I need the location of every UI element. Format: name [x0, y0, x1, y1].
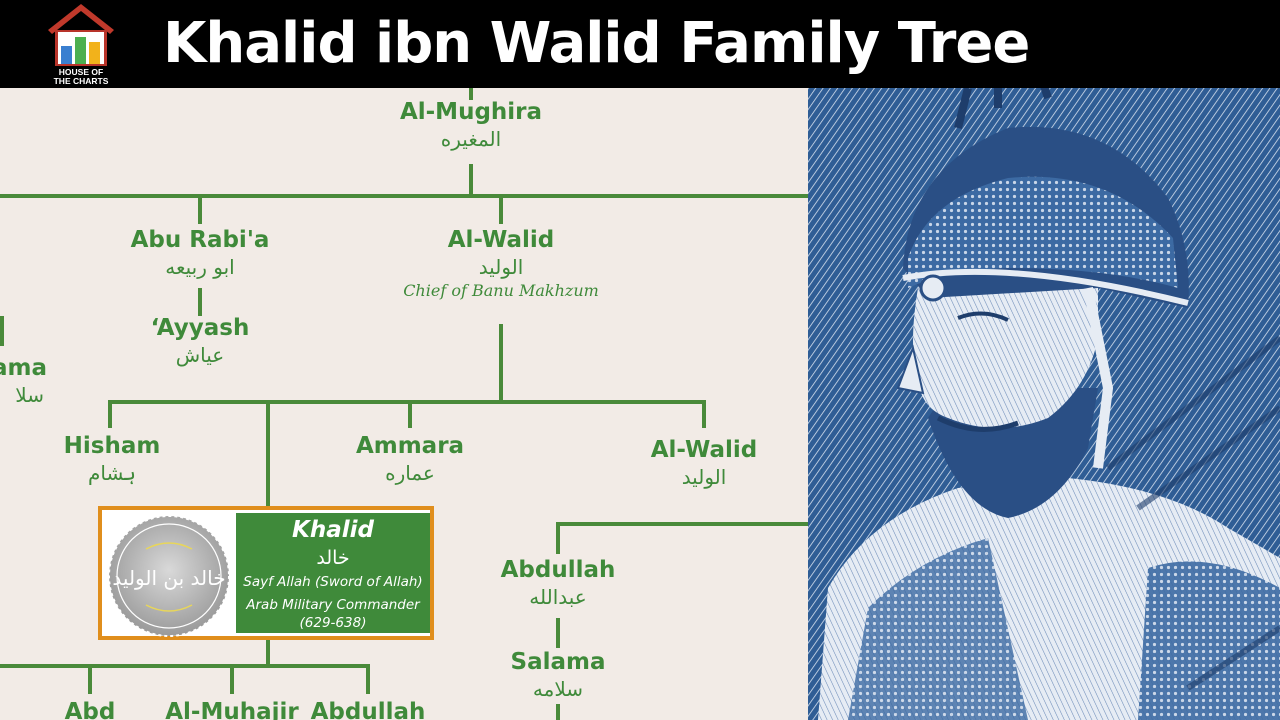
connector-line: [88, 664, 92, 694]
logo-text-line2: THE CHARTS: [53, 76, 109, 86]
node-name: Al-Muhajir: [165, 699, 299, 720]
connector-line: [366, 664, 370, 694]
node-arabic-name: سلا: [15, 383, 44, 407]
connector-line: [556, 618, 560, 648]
node-al-walid-father[interactable]: Al-Walid الوليد Chief of Banu Makhzum: [381, 226, 621, 302]
node-abdullah-nephew[interactable]: Abdullah عبدالله: [478, 556, 638, 610]
node-al-walid-brother[interactable]: Al-Walid الوليد: [614, 436, 794, 490]
node-title: Chief of Banu Makhzum: [403, 281, 599, 300]
connector-line: [0, 664, 370, 668]
node-arabic-name: الوليد: [478, 255, 524, 279]
seal-calligraphy: خالد بن الوليد: [112, 566, 225, 590]
node-name: Al-Walid: [447, 227, 555, 253]
node-al-mughira[interactable]: Al-Mughira المغيره: [371, 98, 571, 152]
connector-line: [198, 288, 202, 316]
connector-line: [499, 324, 503, 402]
connector-line: [556, 522, 560, 554]
node-arabic-name: عبدالله: [529, 585, 587, 609]
node-arabic-name: ابو ربيعه: [165, 255, 235, 279]
connector-line: [408, 400, 412, 428]
node-son-al-muhajir[interactable]: Al-Muhajir: [152, 698, 312, 720]
khalid-name: Khalid: [292, 517, 374, 543]
khalid-role: Arab Military Commander: [246, 597, 420, 613]
node-salama-nephew[interactable]: Salama سلامه: [478, 648, 638, 702]
node-name: Hisham: [63, 433, 161, 459]
node-name: ‘Ayyash: [150, 315, 250, 341]
connector-line: [702, 400, 706, 428]
connector-line: [556, 522, 808, 526]
node-name: Abd: [64, 699, 116, 720]
node-arabic-name: عياش: [175, 343, 225, 367]
khalid-dates: (629-638): [299, 615, 367, 631]
family-tree: Al-Mughira المغيره Abu Rabi'a ابو ربيعه …: [0, 88, 808, 720]
node-arabic-name: ہشام: [87, 461, 137, 485]
house-of-the-charts-logo[interactable]: HOUSE OF THE CHARTS: [44, 2, 118, 88]
node-son-abd[interactable]: Abd: [40, 698, 140, 720]
header-bar: HOUSE OF THE CHARTS Khalid ibn Walid Fam…: [0, 0, 1280, 88]
node-arabic-name: المغيره: [440, 127, 502, 151]
node-name: Abdullah: [500, 557, 616, 583]
khalid-title: Sayf Allah (Sword of Allah): [243, 574, 423, 590]
house-chart-icon: [48, 4, 114, 66]
connector-line: [469, 164, 473, 196]
khalid-portrait-image: [808, 88, 1280, 720]
connector-line: [0, 194, 808, 198]
khalid-info-panel: Khalid خالد Sayf Allah (Sword of Allah) …: [236, 513, 430, 633]
node-name: Ammara: [355, 433, 465, 459]
logo-text-line1: HOUSE OF: [58, 67, 104, 77]
node-arabic-name: سلامه: [532, 677, 584, 701]
connector-line: [108, 400, 112, 428]
connector-line: [499, 196, 503, 224]
node-arabic-name: عماره: [385, 461, 435, 485]
node-arabic-name: الوليد: [681, 465, 727, 489]
node-hisham[interactable]: Hisham ہشام: [30, 432, 194, 486]
khalid-arabic-name: خالد: [316, 547, 350, 569]
node-son-abdullah[interactable]: Abdullah: [298, 698, 438, 720]
connector-line: [469, 88, 473, 100]
node-name: Abu Rabi'a: [130, 227, 270, 253]
node-name: ama: [0, 355, 48, 381]
node-name: Al-Mughira: [399, 99, 543, 125]
connector-line: [266, 400, 270, 506]
node-name: Al-Walid: [650, 437, 758, 463]
connector-line: [108, 400, 706, 404]
page-title: Khalid ibn Walid Family Tree: [163, 11, 1030, 76]
khalid-card[interactable]: خالد بن الوليد Khalid خالد Sayf Allah (S…: [98, 506, 434, 640]
connector-line: [230, 664, 234, 694]
connector-line: [0, 316, 4, 346]
connector-line: [266, 640, 270, 666]
connector-line: [556, 704, 560, 720]
connector-line: [198, 196, 202, 224]
node-name: Abdullah: [310, 699, 426, 720]
node-ammara[interactable]: Ammara عماره: [320, 432, 500, 486]
khalid-calligraphy-seal: خالد بن الوليد: [106, 513, 232, 639]
node-ayyash[interactable]: ‘Ayyash عياش: [100, 314, 300, 368]
node-abu-rabia[interactable]: Abu Rabi'a ابو ربيعه: [100, 226, 300, 280]
node-name: Salama: [510, 649, 606, 675]
node-salama-left[interactable]: ama سلا: [0, 354, 48, 408]
